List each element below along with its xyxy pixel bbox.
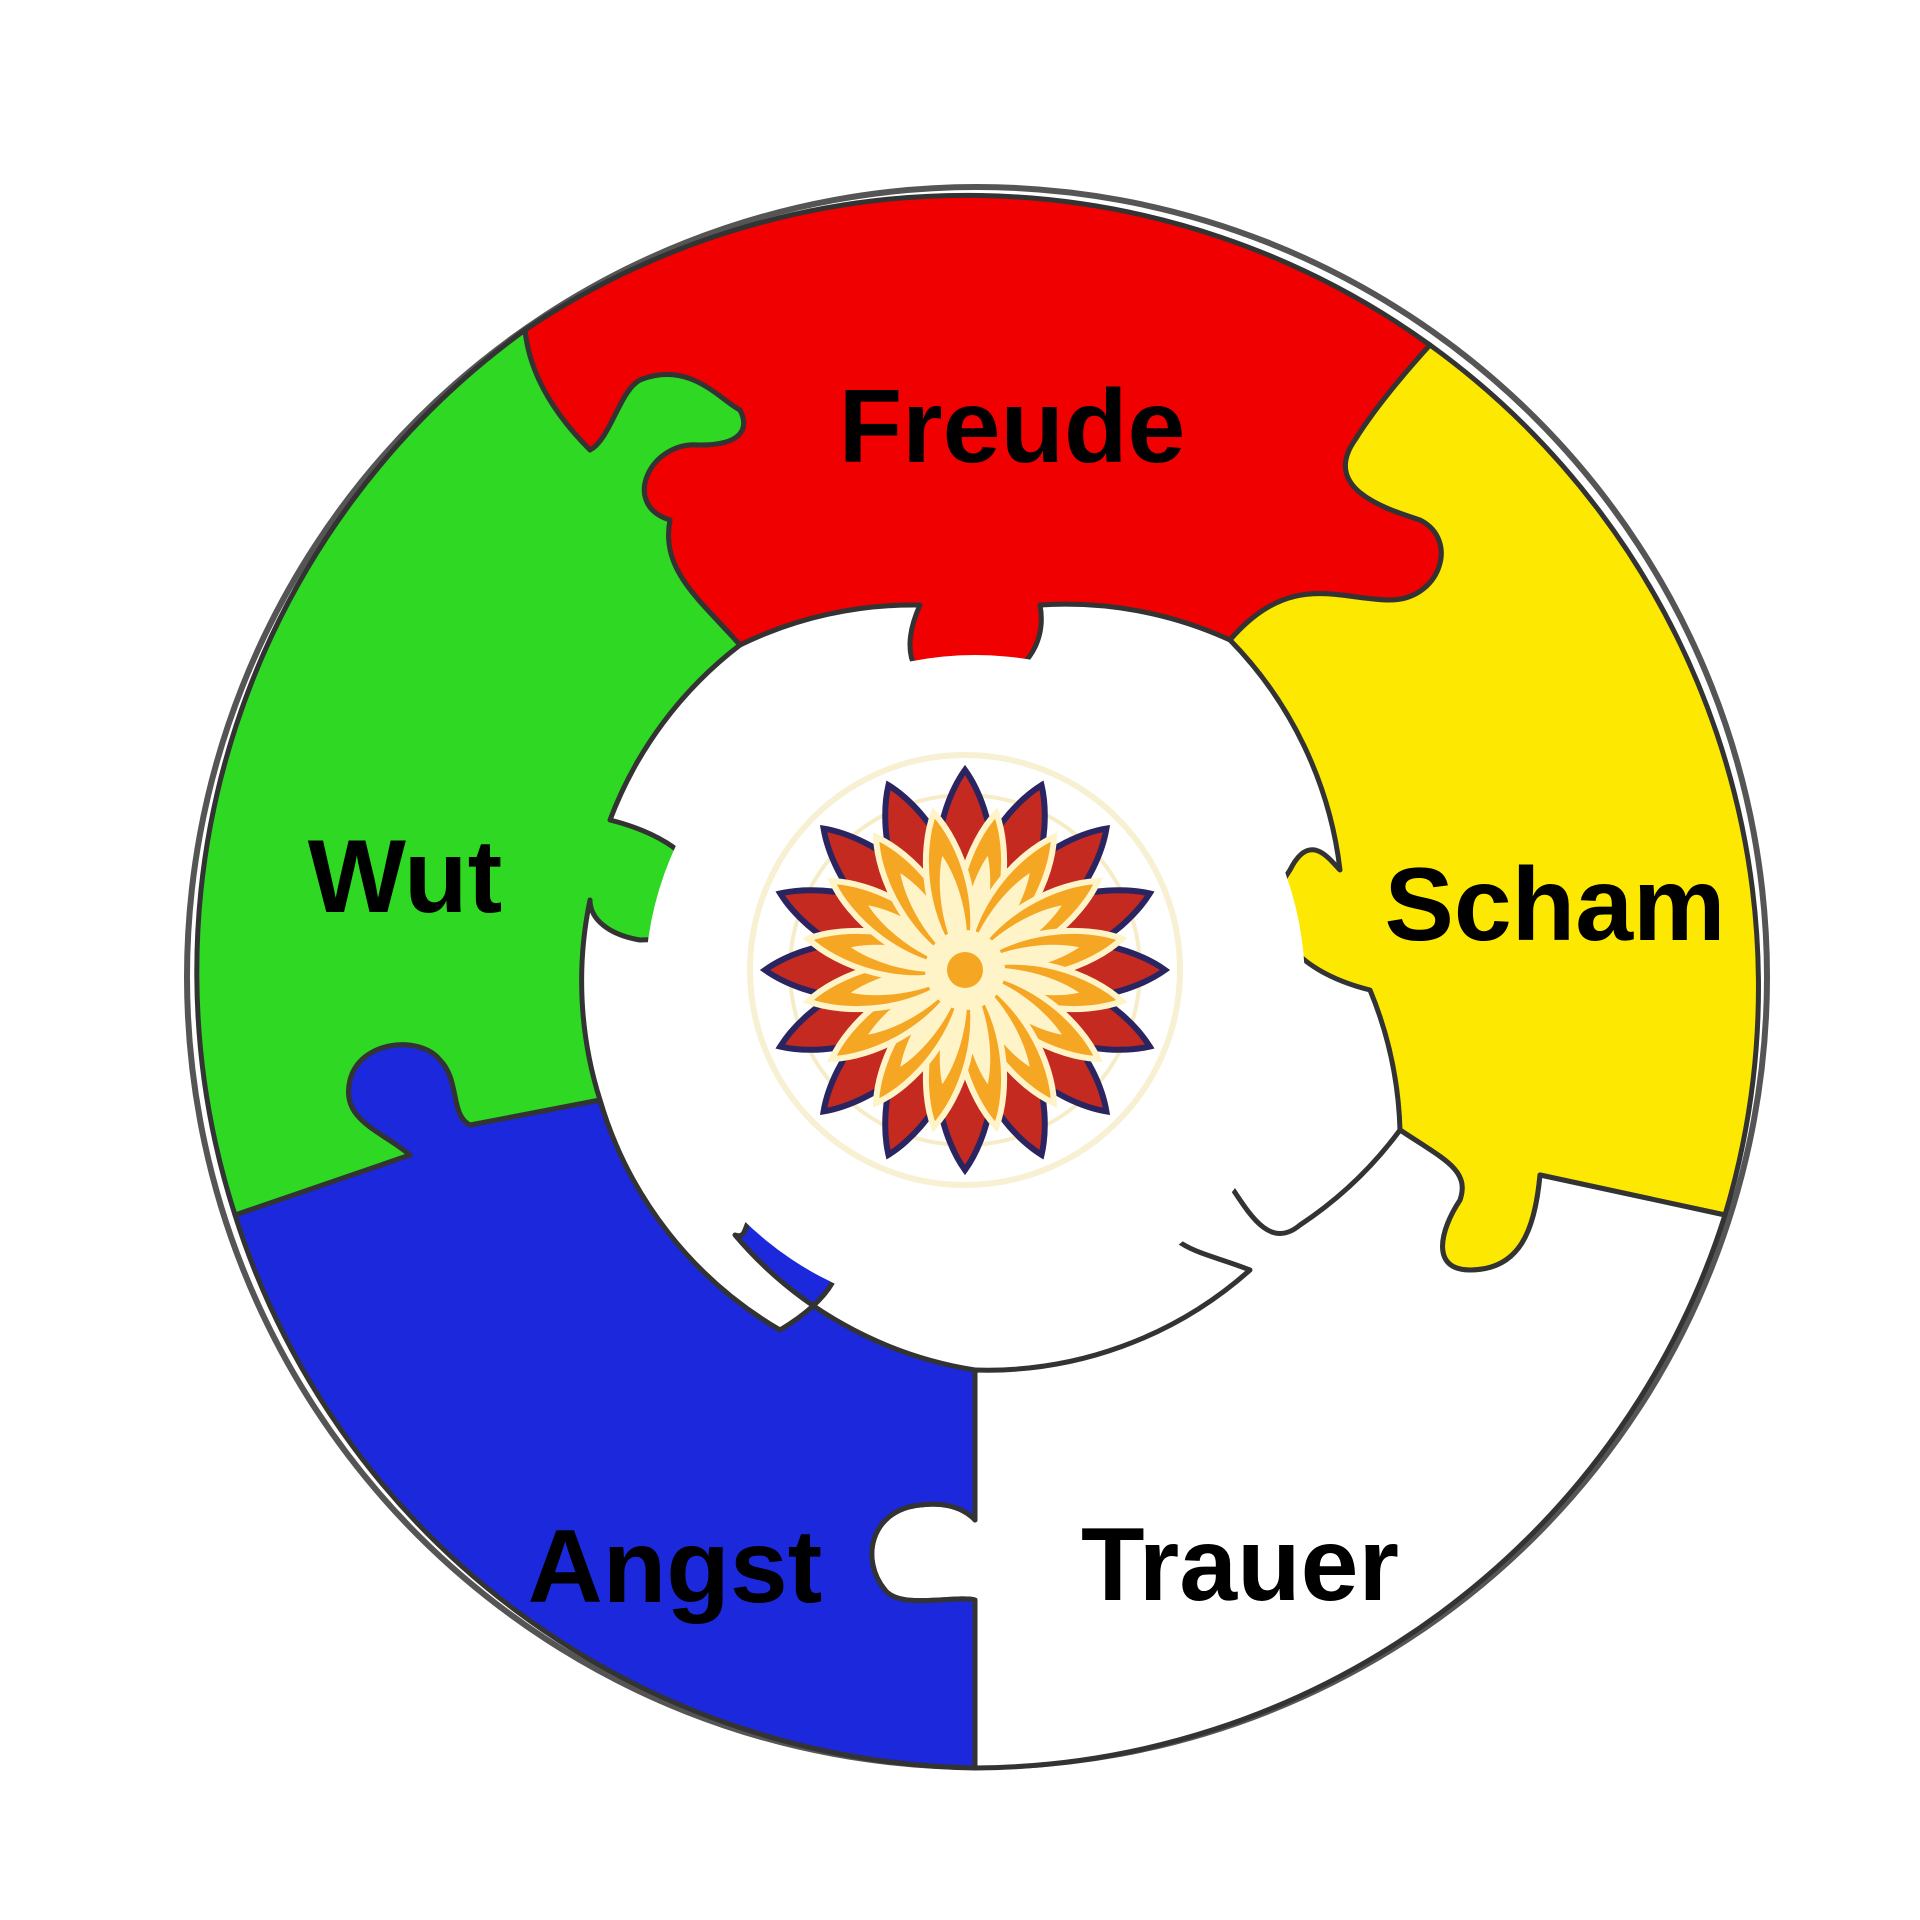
label-wut: Wut <box>308 819 502 935</box>
segment-wut[interactable] <box>194 327 747 1218</box>
label-trauer: Trauer <box>1081 1507 1399 1623</box>
segment-scham[interactable] <box>1227 342 1761 1273</box>
segment-trauer[interactable] <box>869 1127 1728 1771</box>
label-freude: Freude <box>839 369 1186 485</box>
label-scham: Scham <box>1384 847 1725 963</box>
mandala-flower-icon <box>747 752 1183 1188</box>
label-angst: Angst <box>528 1509 823 1625</box>
